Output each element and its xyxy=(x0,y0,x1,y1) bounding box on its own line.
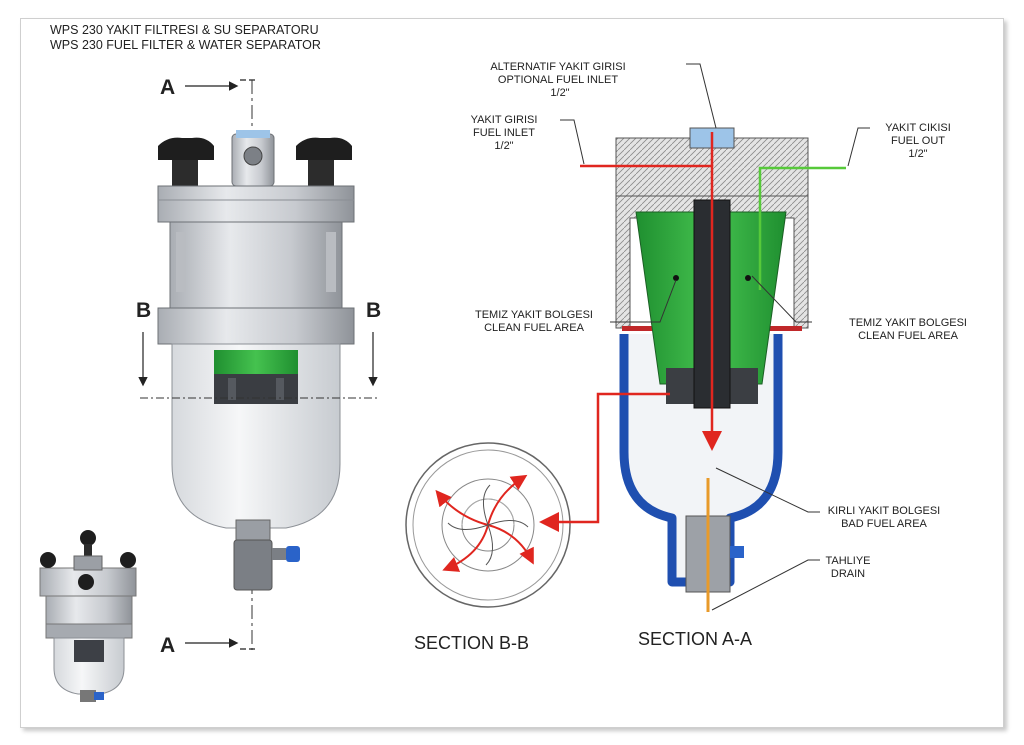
fuel-out-size: 1/2" xyxy=(908,148,927,160)
callout-drain: TAHLIYE DRAIN xyxy=(825,555,870,580)
callout-bad-fuel: KIRLI YAKIT BOLGESI BAD FUEL AREA xyxy=(828,505,941,530)
fuel-out-en: FUEL OUT xyxy=(891,135,945,147)
callout-leaders xyxy=(560,63,870,611)
clean-right-tr: TEMIZ YAKIT BOLGESI xyxy=(849,317,967,329)
fuel-inlet-size: 1/2" xyxy=(494,140,513,152)
callout-fuel-inlet: YAKIT GIRISI FUEL INLET 1/2" xyxy=(471,114,538,152)
bad-fuel-tr: KIRLI YAKIT BOLGESI xyxy=(828,505,941,517)
drain-en: DRAIN xyxy=(831,568,865,580)
product-thumbnail xyxy=(39,530,137,702)
optional-inlet-size: 1/2" xyxy=(550,87,569,99)
title-line-1: WPS 230 YAKIT FILTRESI & SU SEPARATORU xyxy=(50,23,319,37)
clean-right-en: CLEAN FUEL AREA xyxy=(858,330,959,342)
clean-left-tr: TEMIZ YAKIT BOLGESI xyxy=(475,309,593,321)
fuel-out-tr: YAKIT CIKISI xyxy=(885,122,951,134)
section-marker-a-top: A xyxy=(160,76,175,99)
drain-tr: TAHLIYE xyxy=(825,555,870,567)
section-marker-b-left: B xyxy=(136,299,151,322)
optional-inlet-en: OPTIONAL FUEL INLET xyxy=(498,74,618,86)
optional-inlet-tr: ALTERNATIF YAKIT GIRISI xyxy=(490,61,625,73)
callout-clean-right: TEMIZ YAKIT BOLGESI CLEAN FUEL AREA xyxy=(849,317,967,342)
clean-left-en: CLEAN FUEL AREA xyxy=(484,322,585,334)
section-aa-view: SECTION A-A xyxy=(539,127,846,649)
callout-optional-inlet: ALTERNATIF YAKIT GIRISI OPTIONAL FUEL IN… xyxy=(490,61,625,99)
section-bb-title: SECTION B-B xyxy=(414,633,529,653)
callout-clean-left: TEMIZ YAKIT BOLGESI CLEAN FUEL AREA xyxy=(475,309,593,334)
section-marker-b-right: B xyxy=(366,299,381,322)
fuel-inlet-tr: YAKIT GIRISI xyxy=(471,114,538,126)
callout-fuel-out: YAKIT CIKISI FUEL OUT 1/2" xyxy=(885,122,951,160)
section-marker-a-bottom: A xyxy=(160,634,175,657)
elevation-view: A A B xyxy=(136,76,381,657)
title-line-2: WPS 230 FUEL FILTER & WATER SEPARATOR xyxy=(50,38,321,52)
fuel-inlet-en: FUEL INLET xyxy=(473,127,535,139)
bad-fuel-en: BAD FUEL AREA xyxy=(841,518,927,530)
section-aa-title: SECTION A-A xyxy=(638,629,752,649)
section-bb-view: SECTION B-B xyxy=(405,442,571,653)
